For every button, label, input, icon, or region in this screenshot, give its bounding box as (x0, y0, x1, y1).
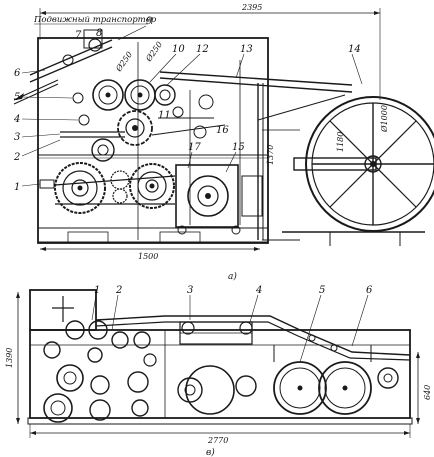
callout-9: 9 (146, 16, 153, 27)
callout-14: 14 (348, 44, 361, 55)
callout-6: 6 (14, 68, 21, 79)
bottom-callout-2: 2 (115, 285, 122, 296)
upper-conveyor (159, 71, 353, 241)
callout-17: 17 (188, 142, 201, 153)
dim-1180: 1180 (336, 132, 345, 152)
callout-15: 15 (232, 142, 245, 153)
top-callouts: 1 2 3 4 5 6 7 8 9 10 11 12 13 14 15 (13, 16, 363, 193)
caption-a: а) (228, 271, 237, 282)
callout-11: 11 (158, 110, 171, 121)
gear-drive (39, 162, 176, 214)
bottom-dimensions: 1390 640 2770 (5, 292, 432, 445)
dim-2395: 2395 (241, 3, 262, 12)
roll-label-d2: Ø250 (144, 40, 164, 64)
callout-16: 16 (216, 125, 229, 136)
bottom-callout-1: 1 (94, 285, 100, 296)
bottom-conveyor (95, 315, 411, 361)
roll-label-d3: Ø1000 (380, 105, 389, 133)
bottom-callout-6: 6 (366, 285, 373, 296)
bottom-frame (27, 289, 413, 425)
bottom-machine-view: 1390 640 2770 1 2 3 4 5 6 в) (5, 285, 432, 457)
callout-2: 2 (13, 152, 20, 163)
dim-1370: 1370 (266, 145, 275, 165)
callout-8: 8 (96, 28, 102, 39)
callout-5: 5 (14, 92, 20, 103)
bottom-callout-3: 3 (187, 285, 193, 296)
callout-13: 13 (240, 44, 253, 55)
roll-cluster (60, 79, 226, 162)
top-machine-view: 2395 Подвижный транспортер (13, 3, 434, 282)
bottom-drums (185, 345, 399, 415)
bottom-callout-5: 5 (319, 285, 325, 296)
callout-4: 4 (13, 114, 20, 125)
dim-640: 640 (423, 385, 432, 400)
dimension-total-length: 2395 (39, 3, 381, 100)
dim-2770: 2770 (207, 436, 228, 445)
caption-v: в) (206, 447, 215, 457)
bottom-callout-4: 4 (255, 285, 262, 296)
dim-1390: 1390 (5, 348, 14, 368)
large-drum-wheel (282, 96, 434, 246)
callout-3: 3 (14, 132, 20, 143)
callout-10: 10 (172, 44, 185, 55)
feed-conveyor-label: Подвижный транспортер (33, 15, 157, 25)
callout-7: 7 (75, 30, 82, 41)
callout-1: 1 (14, 182, 20, 193)
inclined-feed-conveyor (13, 29, 113, 105)
roll-label-d1: Ø250 (114, 50, 134, 74)
dimension-base-length: 1500 (40, 247, 260, 261)
callout-12: 12 (196, 44, 209, 55)
motor-housing (175, 164, 263, 235)
bottom-callouts: 1 2 3 4 5 6 (91, 285, 373, 363)
dim-1500: 1500 (138, 252, 158, 261)
top-frame (37, 37, 269, 244)
